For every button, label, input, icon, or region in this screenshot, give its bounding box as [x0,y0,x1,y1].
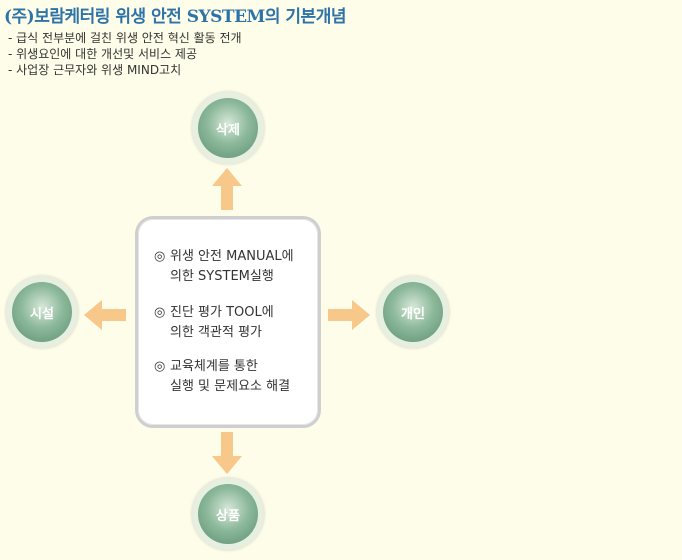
node-bottom-label: 상품 [198,484,258,544]
bullet-item: - 급식 전부분에 걸친 위생 안전 혁신 활동 전개 [8,31,242,45]
bullet-item: - 사업장 근무자와 위생 MIND고치 [8,63,182,77]
bullet-item: - 위생요인에 대한 개선및 서비스 제공 [8,47,198,61]
arrow-right-icon [328,300,370,330]
arrow-left-icon [84,300,126,330]
double-circle-icon: ◎ [154,305,166,320]
arrow-up-icon [212,168,242,210]
concept-item: ◎교육체계를 통한 실행 및 문제요소 해결 [154,359,291,394]
center-concept-box: ◎위생 안전 MANUAL에 의한 SYSTEM실행 ◎진단 평가 TOOL에 … [135,216,321,428]
node-right: 개인 [377,276,449,348]
double-circle-icon: ◎ [154,359,166,374]
arrow-down-icon [212,432,242,474]
node-left: 시설 [6,276,78,348]
node-right-label: 개인 [383,282,443,342]
node-top-label: 삭제 [198,98,258,158]
node-left-label: 시설 [12,282,72,342]
double-circle-icon: ◎ [154,249,166,264]
bullet-list: - 급식 전부분에 걸친 위생 안전 혁신 활동 전개 - 위생요인에 대한 개… [8,30,242,78]
concept-item: ◎위생 안전 MANUAL에 의한 SYSTEM실행 [154,249,294,284]
concept-item: ◎진단 평가 TOOL에 의한 객관적 평가 [154,305,274,340]
page-title: (주)보람케터링 위생 안전 SYSTEM의 기본개념 [4,7,346,27]
node-bottom: 상품 [192,478,264,550]
node-top: 삭제 [192,92,264,164]
